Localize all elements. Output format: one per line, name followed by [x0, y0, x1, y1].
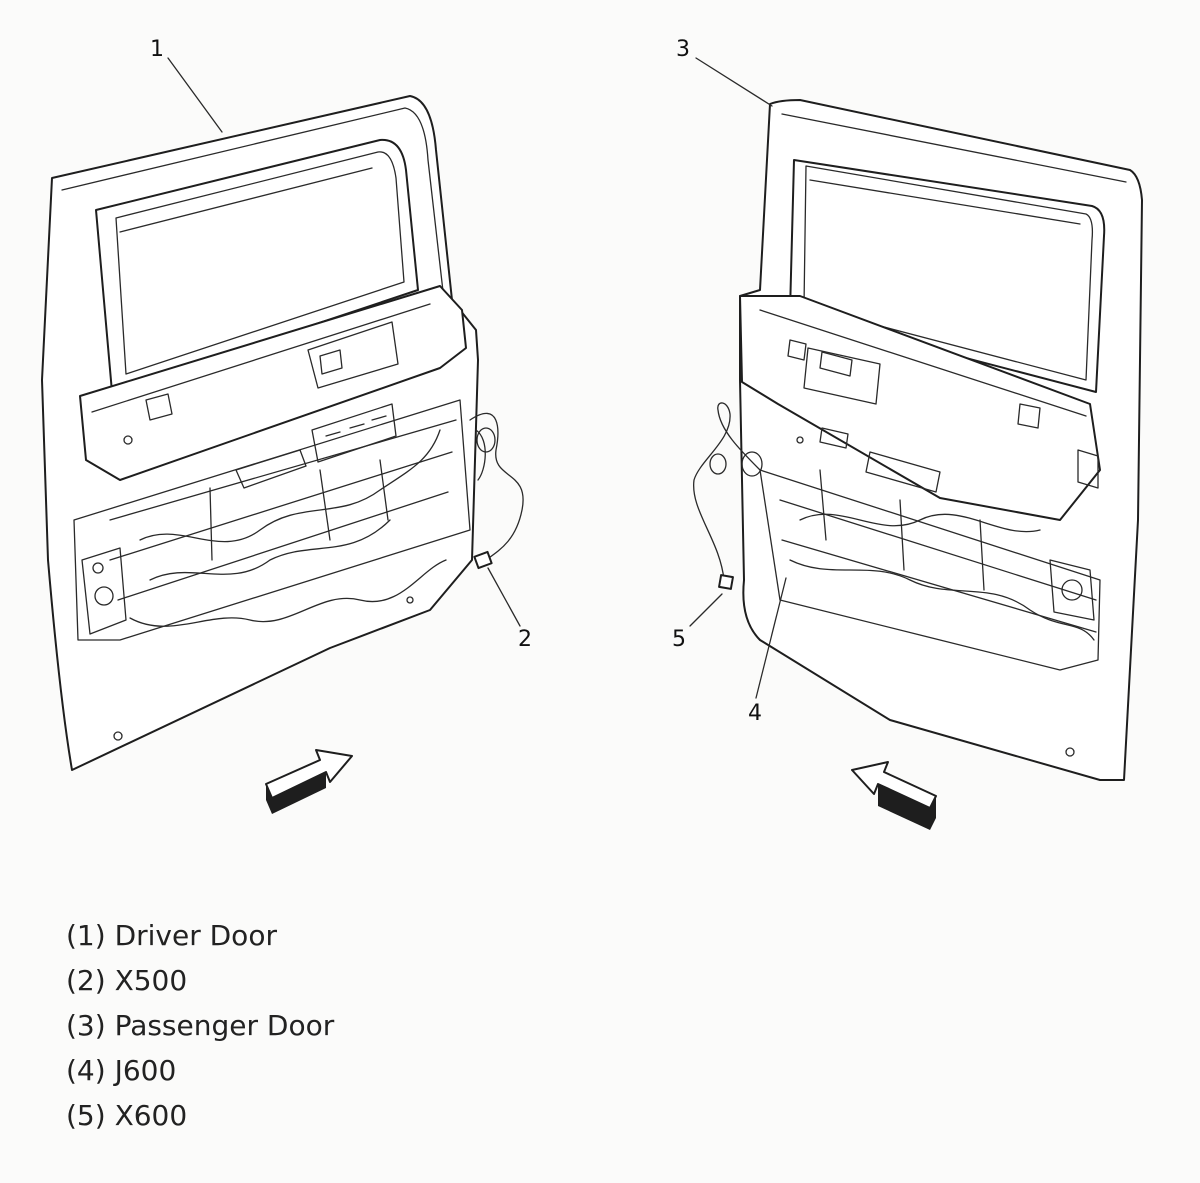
callout-5: 5 [672, 593, 723, 652]
callout-2: 2 [487, 567, 532, 652]
passenger-door [693, 99, 1143, 781]
callout-4: 4 [748, 577, 787, 726]
callout-2-label: 2 [518, 627, 532, 652]
callout-1-label: 1 [150, 37, 164, 62]
forward-arrow-right [851, 761, 937, 830]
driver-door [41, 95, 524, 771]
callout-5-label: 5 [672, 627, 686, 652]
legend-item-x600: (5) X600 [66, 1099, 188, 1132]
callout-1: 1 [150, 37, 223, 133]
callout-4-label: 4 [748, 701, 762, 726]
legend-item-passenger-door: (3) Passenger Door [66, 1009, 335, 1042]
legend: (1) Driver Door (2) X500 (3) Passenger D… [66, 913, 334, 1138]
callout-3: 3 [676, 37, 773, 107]
legend-item-driver-door: (1) Driver Door [66, 919, 277, 952]
legend-item-j600: (4) J600 [66, 1054, 177, 1087]
legend-item-x500: (2) X500 [66, 964, 188, 997]
forward-arrow-left [265, 749, 353, 814]
callout-3-label: 3 [676, 37, 690, 62]
